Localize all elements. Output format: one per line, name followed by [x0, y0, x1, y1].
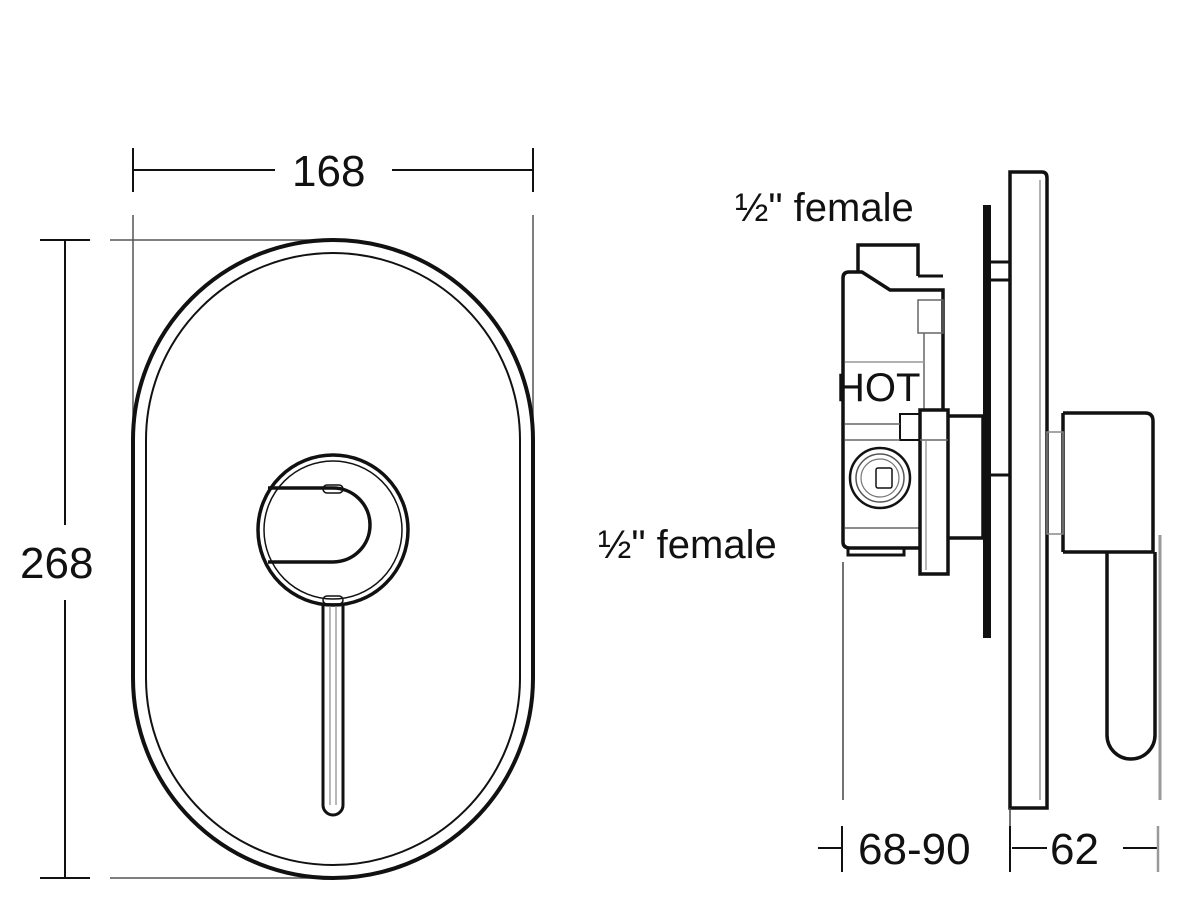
- side-view: [818, 170, 1162, 872]
- hot-label: HOT: [836, 366, 921, 410]
- height-dimension-label: 268: [20, 539, 94, 588]
- projection-dimension-label: 62: [1050, 825, 1099, 874]
- front-view: [40, 148, 535, 880]
- width-dimension-label: 168: [292, 147, 366, 196]
- bottom-inlet-label: ½" female: [598, 523, 777, 567]
- top-inlet-label: ½" female: [735, 186, 914, 230]
- depth-dimension-label: 68-90: [858, 825, 971, 874]
